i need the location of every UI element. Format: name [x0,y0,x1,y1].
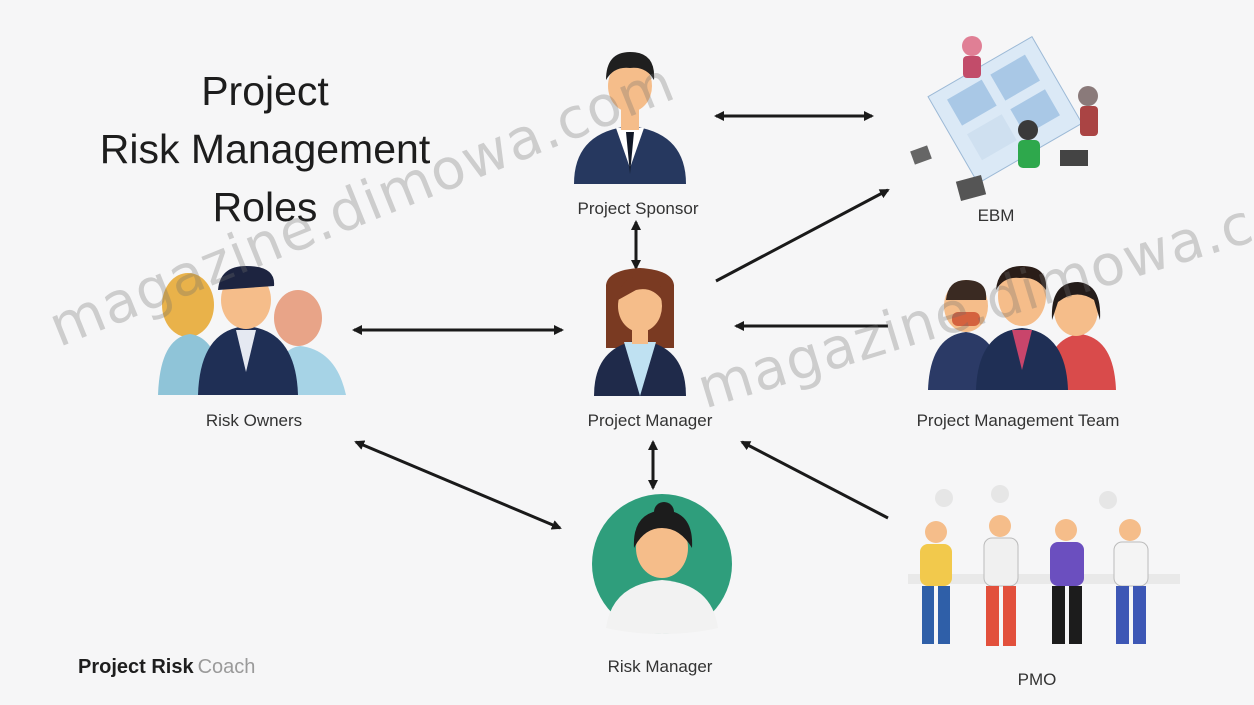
arrow-owners-riskmanager [354,440,562,530]
label-project-manager: Project Manager [587,411,713,430]
label-project-management-team: Project Management Team [916,411,1120,430]
ebm-illustration [910,36,1098,202]
label-risk-manager: Risk Manager [607,657,713,676]
brand-text-light: Coach [197,656,256,678]
arrow-pmo-manager [740,440,889,520]
title-line-1: Project [201,68,329,114]
label-project-sponsor: Project Sponsor [577,199,699,218]
title-line-2: Risk Management [99,126,431,172]
brand-text-bold: Project Risk [78,656,194,678]
project-manager-illustration [594,268,686,396]
label-pmo: PMO [1017,670,1057,689]
project-sponsor-illustration [574,52,686,184]
connector-arrows [352,111,890,530]
project-management-team-illustration [928,266,1116,390]
diagram-title: Project Risk Management Roles [40,62,490,236]
arrow-manager-ebm [715,188,890,283]
title-line-3: Roles [212,184,318,230]
label-ebm: EBM [977,206,1015,225]
risk-owners-illustration [158,266,346,395]
risk-manager-illustration [592,494,732,634]
label-risk-owners: Risk Owners [205,411,303,430]
pmo-illustration [908,485,1180,646]
